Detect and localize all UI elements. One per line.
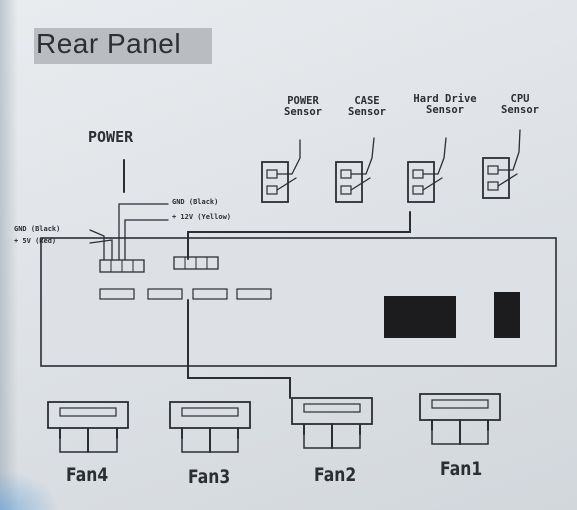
sensor-power-connector xyxy=(261,139,301,203)
fan1-connector xyxy=(419,393,501,445)
wire-board-to-fan2 xyxy=(187,299,291,399)
fan1-label: Fan1 xyxy=(440,458,483,480)
fan3-connector xyxy=(169,401,251,453)
display-block-large xyxy=(384,296,456,338)
fan-header-3 xyxy=(147,288,183,300)
sensor-case-connector xyxy=(335,137,375,203)
fan-header-1 xyxy=(236,288,272,300)
sensor-label-hard-drive-line2: Sensor xyxy=(426,104,464,117)
sensor-label-cpu: CPU Sensor xyxy=(492,93,548,117)
sensor-label-cpu-line1: CPU xyxy=(510,93,530,105)
sensor-label-power-line1: POWER xyxy=(287,95,319,107)
label-gnd-black-right: GND (Black) xyxy=(172,198,219,206)
fan2-label: Fan2 xyxy=(314,464,357,486)
sensor-label-power-line2: Sensor xyxy=(284,106,322,119)
label-gnd-black-left: GND (Black) xyxy=(14,225,61,233)
sensor-label-power: POWER Sensor xyxy=(274,95,332,119)
panel-title: Rear Panel xyxy=(36,28,182,59)
wire-5v-red xyxy=(89,239,113,261)
fan4-connector xyxy=(47,401,129,453)
fan-header-2 xyxy=(192,288,228,300)
main-board xyxy=(40,237,557,367)
wire-gnd-black-left xyxy=(89,229,105,261)
sensor-label-hard-drive-line1: Hard Drive xyxy=(413,93,477,105)
fan2-connector xyxy=(291,397,373,449)
sensor-label-case-line1: CASE xyxy=(354,95,380,107)
sensor-cpu-connector xyxy=(482,129,521,199)
wire-gnd-black-right xyxy=(118,203,169,261)
sensor-label-cpu-line2: Sensor xyxy=(501,104,539,117)
sensor-hard-drive-connector xyxy=(407,137,447,203)
fan-header-4 xyxy=(99,288,135,300)
wire-hard-drive-sensor xyxy=(187,211,411,260)
fan3-label: Fan3 xyxy=(188,466,231,488)
label-12v-yellow: + 12V (Yellow) xyxy=(172,213,232,221)
sensor-label-case-line2: Sensor xyxy=(348,106,386,119)
sensor-label-hard-drive: Hard Drive Sensor xyxy=(406,93,484,117)
power-label: POWER xyxy=(88,128,134,146)
fan4-label: Fan4 xyxy=(66,464,109,486)
title-highlight xyxy=(34,28,212,64)
display-block-small xyxy=(494,292,520,338)
label-5v-red: + 5V (Red) xyxy=(14,237,57,245)
wire-12v-yellow xyxy=(124,219,169,261)
sensor-label-case: CASE Sensor xyxy=(340,95,394,119)
